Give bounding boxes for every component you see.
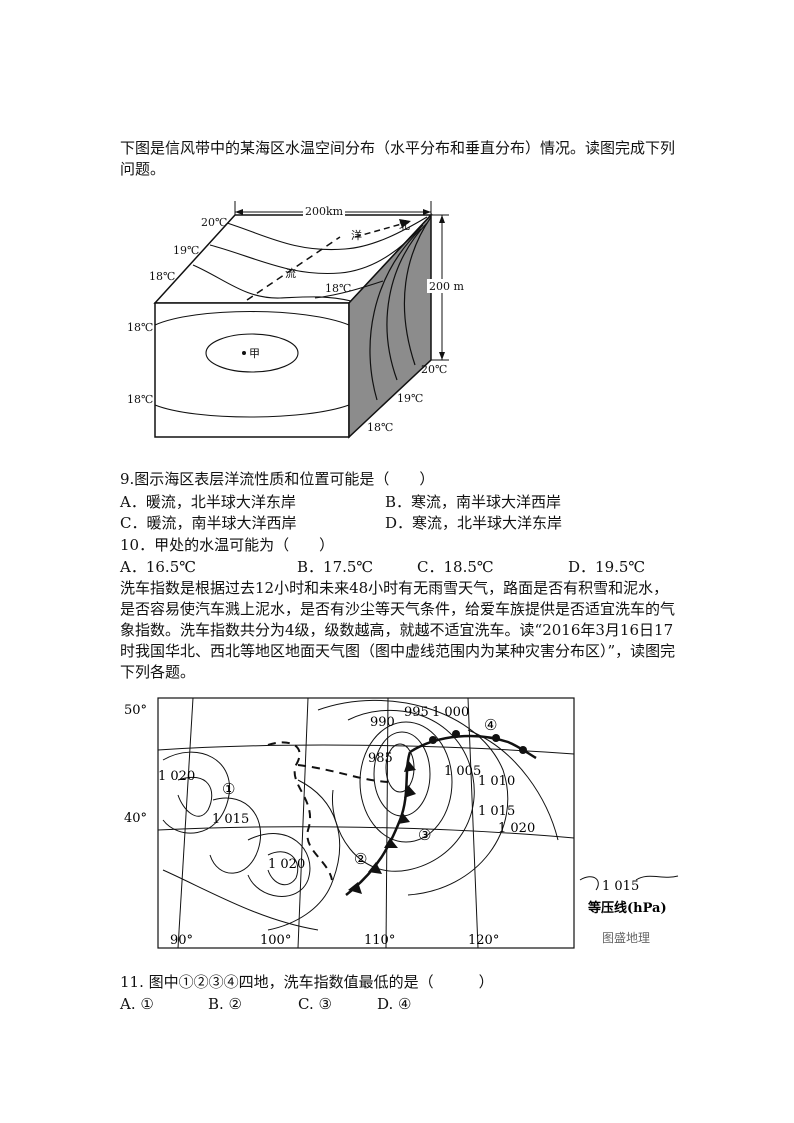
lon-label-120: 120° bbox=[468, 933, 499, 948]
isobar-label-1000: 1 000 bbox=[432, 705, 469, 720]
q11-option-a: A. ① bbox=[120, 995, 154, 1013]
q9-option-c: C．暖流，南半球大洋西岸 bbox=[120, 514, 297, 532]
top-temp-18-left: 18℃ bbox=[149, 270, 175, 283]
isobar-label-1015-east: 1 015 bbox=[478, 804, 515, 819]
front-temp-18-upper: 18℃ bbox=[127, 321, 153, 334]
legend-text: 等压线(hPa) bbox=[587, 900, 667, 916]
lon-label-100: 100° bbox=[260, 933, 291, 948]
isobar-label-1020-south: 1 020 bbox=[268, 857, 305, 872]
isobar-label-1010: 1 010 bbox=[478, 774, 515, 789]
top-temp-20: 20℃ bbox=[201, 216, 227, 229]
place-label-1: ① bbox=[222, 780, 235, 798]
isobar-label-1005: 1 005 bbox=[444, 764, 481, 779]
isobar-label-990: 990 bbox=[370, 715, 395, 730]
intro-paragraph-1: 下图是信风带中的某海区水温空间分布（水平分布和垂直分布）情况。读图完成下列问题。 bbox=[120, 139, 676, 178]
legend-value: 1 015 bbox=[602, 879, 639, 894]
q11-option-d: D. ④ bbox=[377, 995, 412, 1013]
q9-option-a: A．暖流，北半球大洋东岸 bbox=[120, 493, 296, 511]
front-temp-18-lower: 18℃ bbox=[127, 393, 153, 406]
q11-stem: 11. 图中①②③④四地，洗车指数值最低的是（ ） bbox=[120, 973, 494, 991]
lon-label-110: 110° bbox=[364, 933, 395, 948]
q10-stem: 10．甲处的水温可能为（ ） bbox=[120, 536, 335, 554]
top-temp-18-right: 18℃ bbox=[325, 282, 351, 295]
isobar-label-985: 985 bbox=[368, 751, 393, 766]
place-label-2: ② bbox=[354, 850, 367, 868]
ocean-temperature-figure: 200km 200 m 洋 流 北 甲 20℃ 19℃ 18℃ 18℃ 18℃ … bbox=[127, 201, 467, 439]
q11-option-b: B. ② bbox=[208, 995, 243, 1013]
point-jia-label: 甲 bbox=[249, 347, 260, 360]
top-temp-19: 19℃ bbox=[173, 244, 199, 257]
side-temp-20: 20℃ bbox=[421, 363, 447, 376]
place-label-3: ③ bbox=[418, 826, 431, 844]
side-temp-18: 18℃ bbox=[367, 421, 393, 434]
intro-paragraph-2: 洗车指数是根据过去12小时和未来48小时有无雨雪天气，路面是否有积雪和泥水，是否… bbox=[120, 579, 676, 681]
isobar-label-995: 995 bbox=[404, 705, 429, 720]
q10-option-c: C．18.5℃ bbox=[417, 558, 494, 576]
isobar-label-1015-west: 1 015 bbox=[212, 812, 249, 827]
q10-option-b: B．17.5℃ bbox=[297, 558, 374, 576]
lat-label-40: 40° bbox=[124, 811, 147, 826]
isobar-label-1020-east: 1 020 bbox=[498, 821, 535, 836]
q10-option-a: A．16.5℃ bbox=[120, 558, 197, 576]
q9-option-b: B．寒流，南半球大洋西岸 bbox=[385, 493, 562, 511]
q9-option-d: D．寒流，北半球大洋东岸 bbox=[385, 514, 563, 532]
current-char-1: 洋 bbox=[351, 228, 362, 242]
north-label: 北 bbox=[399, 219, 410, 232]
place-label-4: ④ bbox=[484, 716, 497, 734]
current-char-2: 流 bbox=[285, 266, 296, 280]
side-temp-19: 19℃ bbox=[397, 392, 423, 405]
q9-stem: 9.图示海区表层洋流性质和位置可能是（ ） bbox=[120, 470, 435, 488]
q11-option-c: C. ③ bbox=[298, 995, 332, 1013]
lat-label-50: 50° bbox=[124, 703, 147, 718]
watermark-text: 图盛地理 bbox=[602, 930, 650, 945]
q10-option-d: D．19.5℃ bbox=[568, 558, 646, 576]
width-label: 200km bbox=[305, 205, 344, 218]
lon-label-90: 90° bbox=[170, 933, 193, 948]
weather-map-figure: 50° 40° 90° 100° 110° 120° 990 995 1 000… bbox=[124, 697, 679, 949]
isobar-label-1020-west: 1 020 bbox=[158, 769, 195, 784]
depth-label: 200 m bbox=[429, 280, 464, 293]
